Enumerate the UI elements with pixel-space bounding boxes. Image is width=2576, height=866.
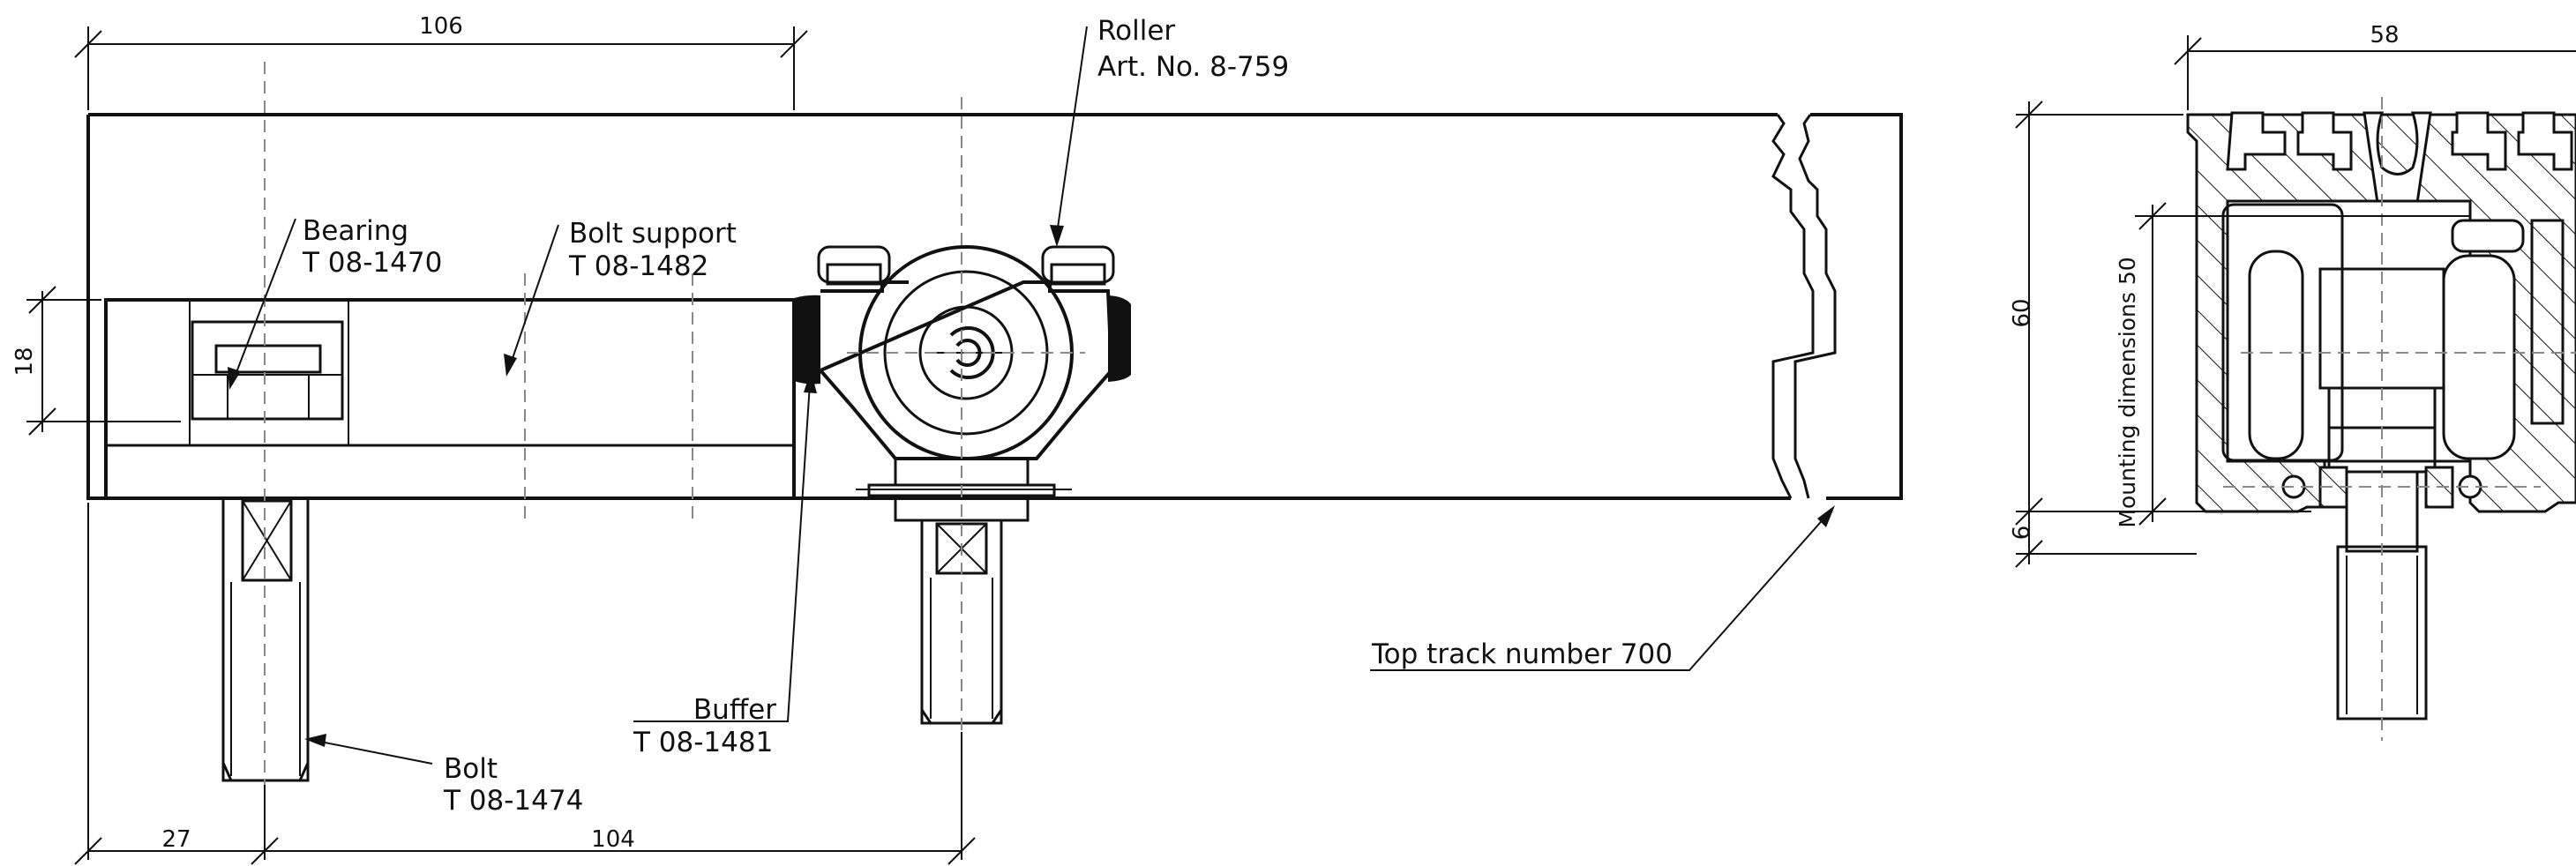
buffer-left	[794, 295, 820, 384]
dimension-60: 60 6	[2009, 101, 2197, 568]
dimension-60-label: 60	[2009, 298, 2035, 327]
bolt-label: Bolt	[444, 753, 498, 785]
mounting-dimension-label: Mounting dimensions 50	[2115, 257, 2140, 527]
dimension-bottom: 27 104	[74, 503, 976, 865]
bearing-label: Bearing	[303, 215, 408, 247]
callout-buffer: Buffer T 08-1481	[633, 370, 817, 758]
dimension-27-label: 27	[161, 826, 191, 853]
dimension-18-label: 18	[11, 347, 38, 376]
dimension-58: 58	[2174, 22, 2576, 110]
bearing	[191, 320, 344, 421]
callout-bearing: Bearing T 08-1470	[228, 215, 442, 390]
section-view	[2186, 97, 2576, 741]
dimension-58-label: 58	[2370, 22, 2399, 49]
top-track-outline	[86, 113, 1903, 500]
buffer-code-label: T 08-1481	[633, 727, 773, 758]
dimension-104-label: 104	[591, 826, 635, 853]
bearing-code-label: T 08-1470	[302, 247, 442, 279]
dimension-106-label: 106	[419, 13, 463, 40]
dimension-6-label: 6	[2009, 526, 2035, 541]
callout-top-track: Top track number 700	[1370, 505, 1835, 671]
dimension-mounting: Mounting dimensions 50	[2115, 202, 2470, 528]
top-track-label: Top track number 700	[1371, 638, 1673, 670]
bolt-support-code-label: T 08-1482	[568, 250, 708, 282]
bolt-code-label: T 08-1474	[443, 785, 583, 817]
dimension-106: 106	[74, 13, 808, 110]
buffer-right	[1108, 295, 1131, 382]
track-break-right	[1793, 114, 1837, 499]
side-view	[86, 62, 1903, 794]
callout-bolt: Bolt T 08-1474	[304, 734, 583, 817]
bolt-support-body	[104, 298, 796, 500]
left-bolt	[221, 496, 310, 782]
buffer-label: Buffer	[693, 694, 776, 726]
roller-art-label: Art. No. 8-759	[1097, 51, 1289, 83]
track-break-left	[1771, 114, 1815, 499]
callout-bolt-support: Bolt support T 08-1482	[504, 218, 737, 377]
bolt-support-label: Bolt support	[569, 218, 737, 250]
dimension-18: 18	[11, 286, 181, 436]
roller-label: Roller	[1097, 15, 1175, 47]
callout-roller: Roller Art. No. 8-759	[1050, 15, 1289, 247]
